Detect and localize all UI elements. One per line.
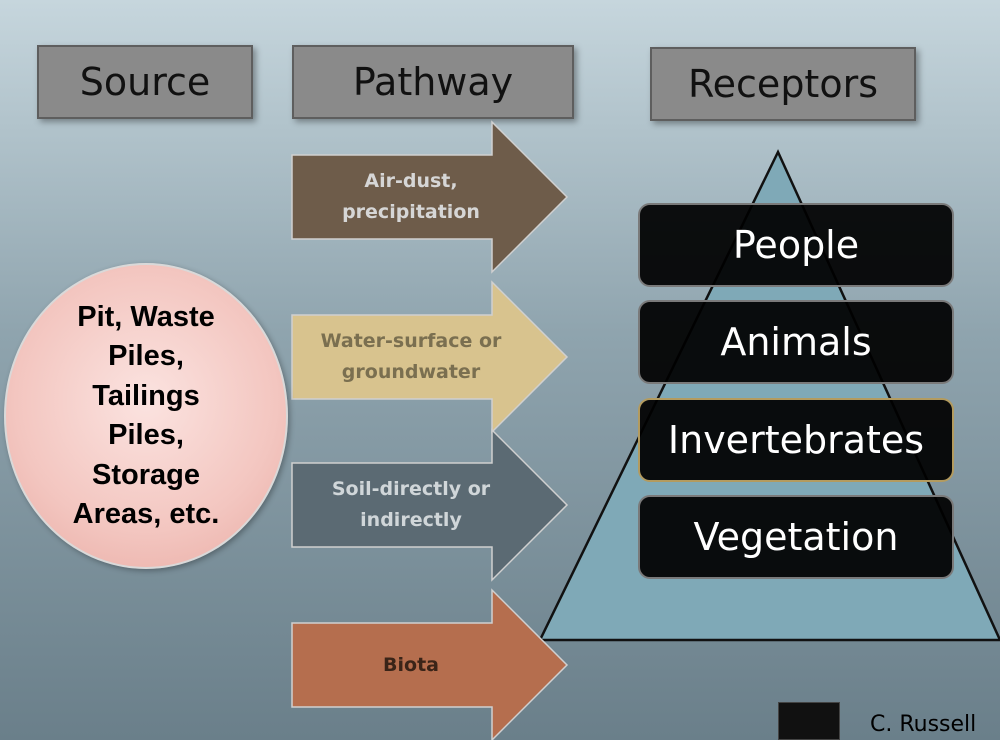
credit-logo: [778, 702, 840, 740]
pathway-label-air-dust: Air-dust, precipitation: [292, 155, 530, 239]
pathway-label-water: Water-surface or groundwater: [292, 315, 530, 399]
pathway-label-line: groundwater: [341, 361, 481, 383]
pathway-label-line: indirectly: [360, 509, 462, 531]
source-line: Piles,: [108, 340, 184, 372]
receptor-people: People: [638, 203, 954, 287]
receptor-label: Invertebrates: [667, 418, 925, 462]
pathway-label-soil: Soil-directly or indirectly: [292, 463, 530, 547]
pathway-arrow-soil: [291, 428, 569, 582]
source-header-label: Source: [79, 60, 211, 104]
receptor-label: Animals: [720, 320, 872, 364]
pathway-arrow-biota: [291, 588, 569, 740]
pathway-header-label: Pathway: [352, 60, 514, 104]
pathway-label-line: Biota: [383, 653, 439, 676]
receptors-header-label: Receptors: [687, 62, 879, 106]
pathway-label-biota: Biota: [292, 623, 530, 707]
source-line: Storage: [92, 458, 200, 491]
pathway-arrow-water: [291, 280, 569, 434]
pathway-arrow-air-dust: [291, 120, 569, 274]
source-line: Areas, etc.: [72, 498, 220, 530]
credit-author: C. Russell: [870, 712, 977, 737]
source-line: Piles,: [108, 419, 184, 451]
receptor-invertebrates: Invertebrates: [638, 398, 954, 482]
receptor-label: People: [732, 223, 860, 267]
pathway-header: Pathway: [292, 45, 574, 119]
receptor-vegetation: Vegetation: [638, 495, 954, 579]
receptor-label: Vegetation: [693, 515, 899, 559]
pathway-label-line: Water-surface or: [320, 330, 502, 352]
pathway-label-line: Air-dust,: [364, 170, 458, 192]
source-line: Tailings: [92, 379, 200, 412]
receptors-header: Receptors: [650, 47, 916, 121]
pathway-label-line: precipitation: [342, 201, 480, 223]
receptor-animals: Animals: [638, 300, 954, 384]
source-header: Source: [37, 45, 253, 119]
pathway-label-line: Soil-directly or: [331, 478, 491, 500]
source-line: Pit, Waste: [77, 300, 215, 333]
